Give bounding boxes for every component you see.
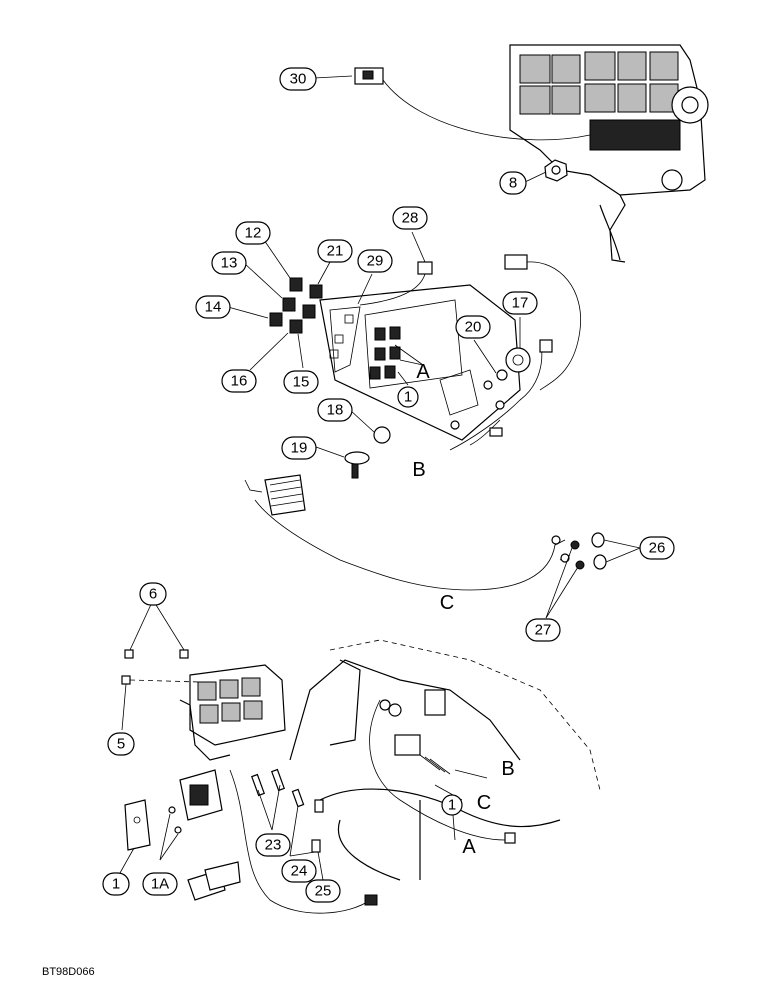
wiring-harness-middle (244, 254, 607, 591)
callout-25-label: 25 (315, 883, 332, 900)
callout-25: 25 (305, 879, 341, 903)
callout-28: 28 (392, 206, 428, 230)
callout-1-mid: 1 (441, 794, 463, 816)
callout-16: 16 (221, 369, 257, 393)
callout-8: 8 (499, 171, 527, 195)
callout-12-label: 12 (245, 225, 262, 242)
callout-24: 24 (281, 859, 317, 883)
part-28-connector (359, 261, 433, 306)
callout-21-label: 21 (327, 243, 344, 260)
callout-14-label: 14 (205, 299, 222, 316)
callout-30: 30 (279, 67, 317, 91)
callout-1-mid-label: 1 (448, 797, 456, 814)
callout-30-label: 30 (290, 71, 307, 88)
callout-29: 29 (357, 249, 393, 273)
callout-29-label: 29 (367, 253, 384, 270)
letter-b-low: B (501, 758, 514, 780)
drawing-code: BT98D066 (42, 966, 95, 978)
callout-27: 27 (525, 618, 561, 642)
callout-1-top: 1 (397, 386, 419, 408)
callout-28-label: 28 (402, 210, 419, 227)
callout-12: 12 (235, 221, 271, 245)
callout-18: 18 (317, 398, 353, 422)
callout-1a-label: 1A (151, 876, 169, 893)
letter-b-top: B (412, 459, 425, 481)
letter-c-low: C (477, 792, 491, 814)
leader-lines (119, 75, 641, 881)
callout-16-label: 16 (231, 373, 248, 390)
callout-14: 14 (195, 295, 231, 319)
ignition-parts (344, 347, 531, 479)
callout-18-label: 18 (327, 402, 344, 419)
callout-13-label: 13 (221, 255, 238, 272)
callout-20-label: 20 (465, 319, 482, 336)
letter-c-mid: C (440, 592, 454, 614)
callout-27-label: 27 (535, 622, 552, 639)
callout-6-label: 6 (149, 586, 157, 603)
callout-1-top-label: 1 (404, 389, 412, 406)
callout-15: 15 (283, 370, 319, 394)
letter-a-top: A (416, 361, 430, 383)
callout-19: 19 (281, 436, 317, 460)
callout-1a: 1A (142, 872, 178, 896)
callout-21: 21 (317, 239, 353, 263)
callout-15-label: 15 (293, 374, 310, 391)
part-30-connector (354, 67, 591, 141)
callout-26-label: 26 (649, 540, 666, 557)
callout-17-label: 17 (512, 295, 529, 312)
callout-20: 20 (455, 315, 491, 339)
callout-5: 5 (107, 732, 135, 756)
lower-cab-assembly (121, 639, 601, 914)
callout-24-label: 24 (291, 863, 308, 880)
callout-13: 13 (211, 251, 247, 275)
callout-23-label: 23 (265, 837, 282, 854)
relay-panel-assembly (509, 44, 709, 263)
callout-19-label: 19 (291, 440, 308, 457)
callout-1-low-label: 1 (112, 876, 120, 893)
callout-26: 26 (639, 536, 675, 560)
callout-1-low: 1 (102, 872, 130, 896)
callout-17: 17 (502, 291, 538, 315)
callout-23: 23 (255, 833, 291, 857)
rocker-switches (269, 277, 323, 334)
callout-5-label: 5 (117, 736, 125, 753)
letter-a-low: A (462, 836, 476, 858)
callout-8-label: 8 (509, 175, 517, 192)
callout-6: 6 (139, 582, 167, 606)
